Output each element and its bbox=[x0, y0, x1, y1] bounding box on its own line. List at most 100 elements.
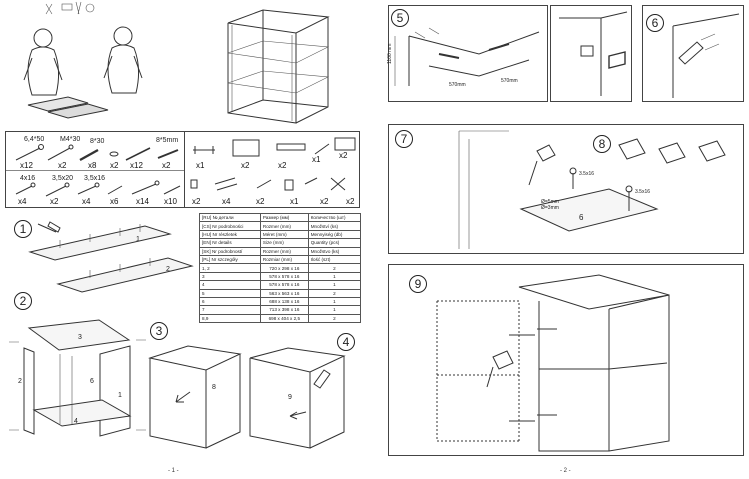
hw-label-9: 3,5x16 bbox=[84, 175, 106, 182]
parts-table-cell: 1 bbox=[307, 296, 362, 307]
parts-table-cell: 698 x 404 x 2,5 bbox=[259, 313, 309, 324]
parts-table-cell: [HU] Nr részletek bbox=[199, 229, 261, 240]
step-1-diagram: 1 2 bbox=[20, 214, 195, 293]
parts-table-cell: Rozmer (mm) bbox=[259, 221, 309, 231]
step-8-number: 8 bbox=[593, 135, 611, 153]
parts-table-cell: 8,9 bbox=[199, 313, 261, 324]
parts-table-cell: 7 bbox=[199, 305, 261, 315]
hw-qty-1: x12 bbox=[20, 161, 33, 170]
step-1-panel-1: 1 bbox=[136, 236, 140, 243]
parts-table-cell: Rozmer (mm) bbox=[259, 246, 309, 256]
step-5-detail-wall bbox=[550, 5, 632, 102]
hw-label-1: 6,4*50 bbox=[24, 136, 45, 143]
hw-right-qty-1: x1 bbox=[196, 161, 205, 170]
hw-label-2: M4*30 bbox=[60, 136, 81, 143]
hw-right-qty-9: x1 bbox=[290, 197, 299, 206]
hw-qty-12: x10 bbox=[164, 197, 177, 206]
parts-table-cell: 2 bbox=[307, 263, 362, 273]
parts-table-cell: Quantity (pcs) bbox=[307, 238, 362, 248]
hw-right-qty-2: x2 bbox=[241, 161, 250, 170]
hardware-inventory-panel: 6,4*50 M4*30 8*30 8*5mm x12 x2 x8 x2 x12… bbox=[5, 131, 360, 208]
step-3-panel-8: 8 bbox=[212, 384, 216, 391]
parts-table-cell: Количество (шт) bbox=[307, 212, 362, 223]
hw-label-6: 8*5mm bbox=[156, 137, 179, 144]
hw-label-3: 8*30 bbox=[90, 138, 105, 145]
parts-table-cell: 5 bbox=[199, 288, 261, 298]
page-number-2: - 2 - bbox=[560, 468, 571, 474]
step-1-panel-2: 2 bbox=[166, 266, 170, 273]
step-6-number: 6 bbox=[646, 14, 664, 32]
step-3-number: 3 bbox=[150, 322, 168, 340]
step-2-panel-4: 4 bbox=[74, 418, 78, 425]
hw-right-qty-5: x2 bbox=[339, 151, 348, 160]
hw-right-qty-11: x2 bbox=[346, 197, 355, 206]
parts-table-cell: 720 x 298 x 16 bbox=[259, 263, 309, 273]
parts-table-cell: 713 x 398 x 16 bbox=[259, 305, 309, 315]
step-7-drill-dim-1: Ø=5mm bbox=[541, 199, 559, 205]
parts-table-cell: 3 bbox=[199, 271, 261, 282]
hw-qty-4: x2 bbox=[110, 161, 119, 170]
hw-right-qty-6: x2 bbox=[192, 197, 201, 206]
page-number-1: - 1 - bbox=[168, 468, 179, 474]
hw-qty-7: x4 bbox=[18, 197, 27, 206]
step-8-shelf-6: 6 bbox=[579, 213, 584, 222]
parts-table-cell: [PL] Nr szczegóły bbox=[199, 254, 261, 265]
hw-label-8: 3,5x20 bbox=[52, 175, 74, 182]
parts-table-cell: 578 x 578 x 16 bbox=[259, 280, 309, 290]
parts-table-cell: 2 bbox=[307, 313, 362, 324]
parts-table-cell: Množství (ks) bbox=[307, 221, 362, 231]
parts-table-cell: Rozmiar (mm) bbox=[259, 254, 309, 265]
parts-table-cell: 1 bbox=[307, 280, 362, 290]
step-1-number: 1 bbox=[14, 220, 32, 238]
hw-right-qty-7: x4 bbox=[222, 197, 231, 206]
assembly-people-illustration bbox=[18, 0, 148, 125]
parts-table-cell: [CS] Nr podrobności bbox=[199, 221, 261, 231]
step-8-screw-dim-2: 3.5x16 bbox=[635, 189, 651, 195]
parts-table-cell: [SK] Nr podrobností bbox=[199, 246, 261, 256]
hw-qty-10: x6 bbox=[110, 197, 119, 206]
hw-qty-9: x4 bbox=[82, 197, 91, 206]
hw-qty-11: x14 bbox=[136, 197, 149, 206]
step-5-panel: 5 1100 mm 570mm 570mm bbox=[387, 5, 548, 102]
parts-table-cell: [EN] Nr details bbox=[199, 238, 261, 248]
parts-table-cell: 563 x 563 x 16 bbox=[259, 288, 309, 298]
parts-table-cell: Mennyiség (db) bbox=[307, 229, 362, 240]
hw-qty-5: x12 bbox=[130, 161, 143, 170]
parts-table-cell: Méret (mm) bbox=[259, 229, 309, 240]
parts-table-cell: Размер (мм) bbox=[259, 212, 309, 223]
step-8-screw-dim-1: 3.5x16 bbox=[579, 171, 595, 177]
step-7-number: 7 bbox=[395, 130, 413, 148]
step-2-panel-2: 2 bbox=[18, 378, 22, 385]
parts-table-cell: Ilość (szt) bbox=[307, 254, 362, 265]
step-2-panel-1: 1 bbox=[118, 392, 122, 399]
step-9-panel: 9 bbox=[388, 264, 744, 456]
hw-right-qty-4: x1 bbox=[312, 155, 321, 164]
step-2-panel-6: 6 bbox=[90, 378, 94, 385]
step-5-height-dim: 1100 mm bbox=[387, 43, 393, 64]
assembled-cabinet-wireframe bbox=[218, 5, 338, 125]
parts-table-cell: 578 x 578 x 16 bbox=[259, 271, 309, 282]
step-2-number: 2 bbox=[14, 292, 32, 310]
step-6-panel: 6 bbox=[642, 5, 744, 102]
hw-qty-6: x2 bbox=[162, 161, 171, 170]
hw-right-qty-10: x2 bbox=[320, 197, 329, 206]
step-4-number: 4 bbox=[337, 333, 355, 351]
parts-table-cell: 2 bbox=[307, 288, 362, 298]
step-4-diagram: 9 bbox=[244, 344, 354, 452]
parts-table-cell: 6 bbox=[199, 296, 261, 307]
hw-right-qty-3: x2 bbox=[278, 161, 287, 170]
parts-table-cell: 688 x 138 x 16 bbox=[259, 296, 309, 307]
step-4-panel-9: 9 bbox=[288, 394, 292, 401]
parts-table-cell: 1 bbox=[307, 271, 362, 282]
parts-table-cell: 1, 2 bbox=[199, 263, 261, 273]
